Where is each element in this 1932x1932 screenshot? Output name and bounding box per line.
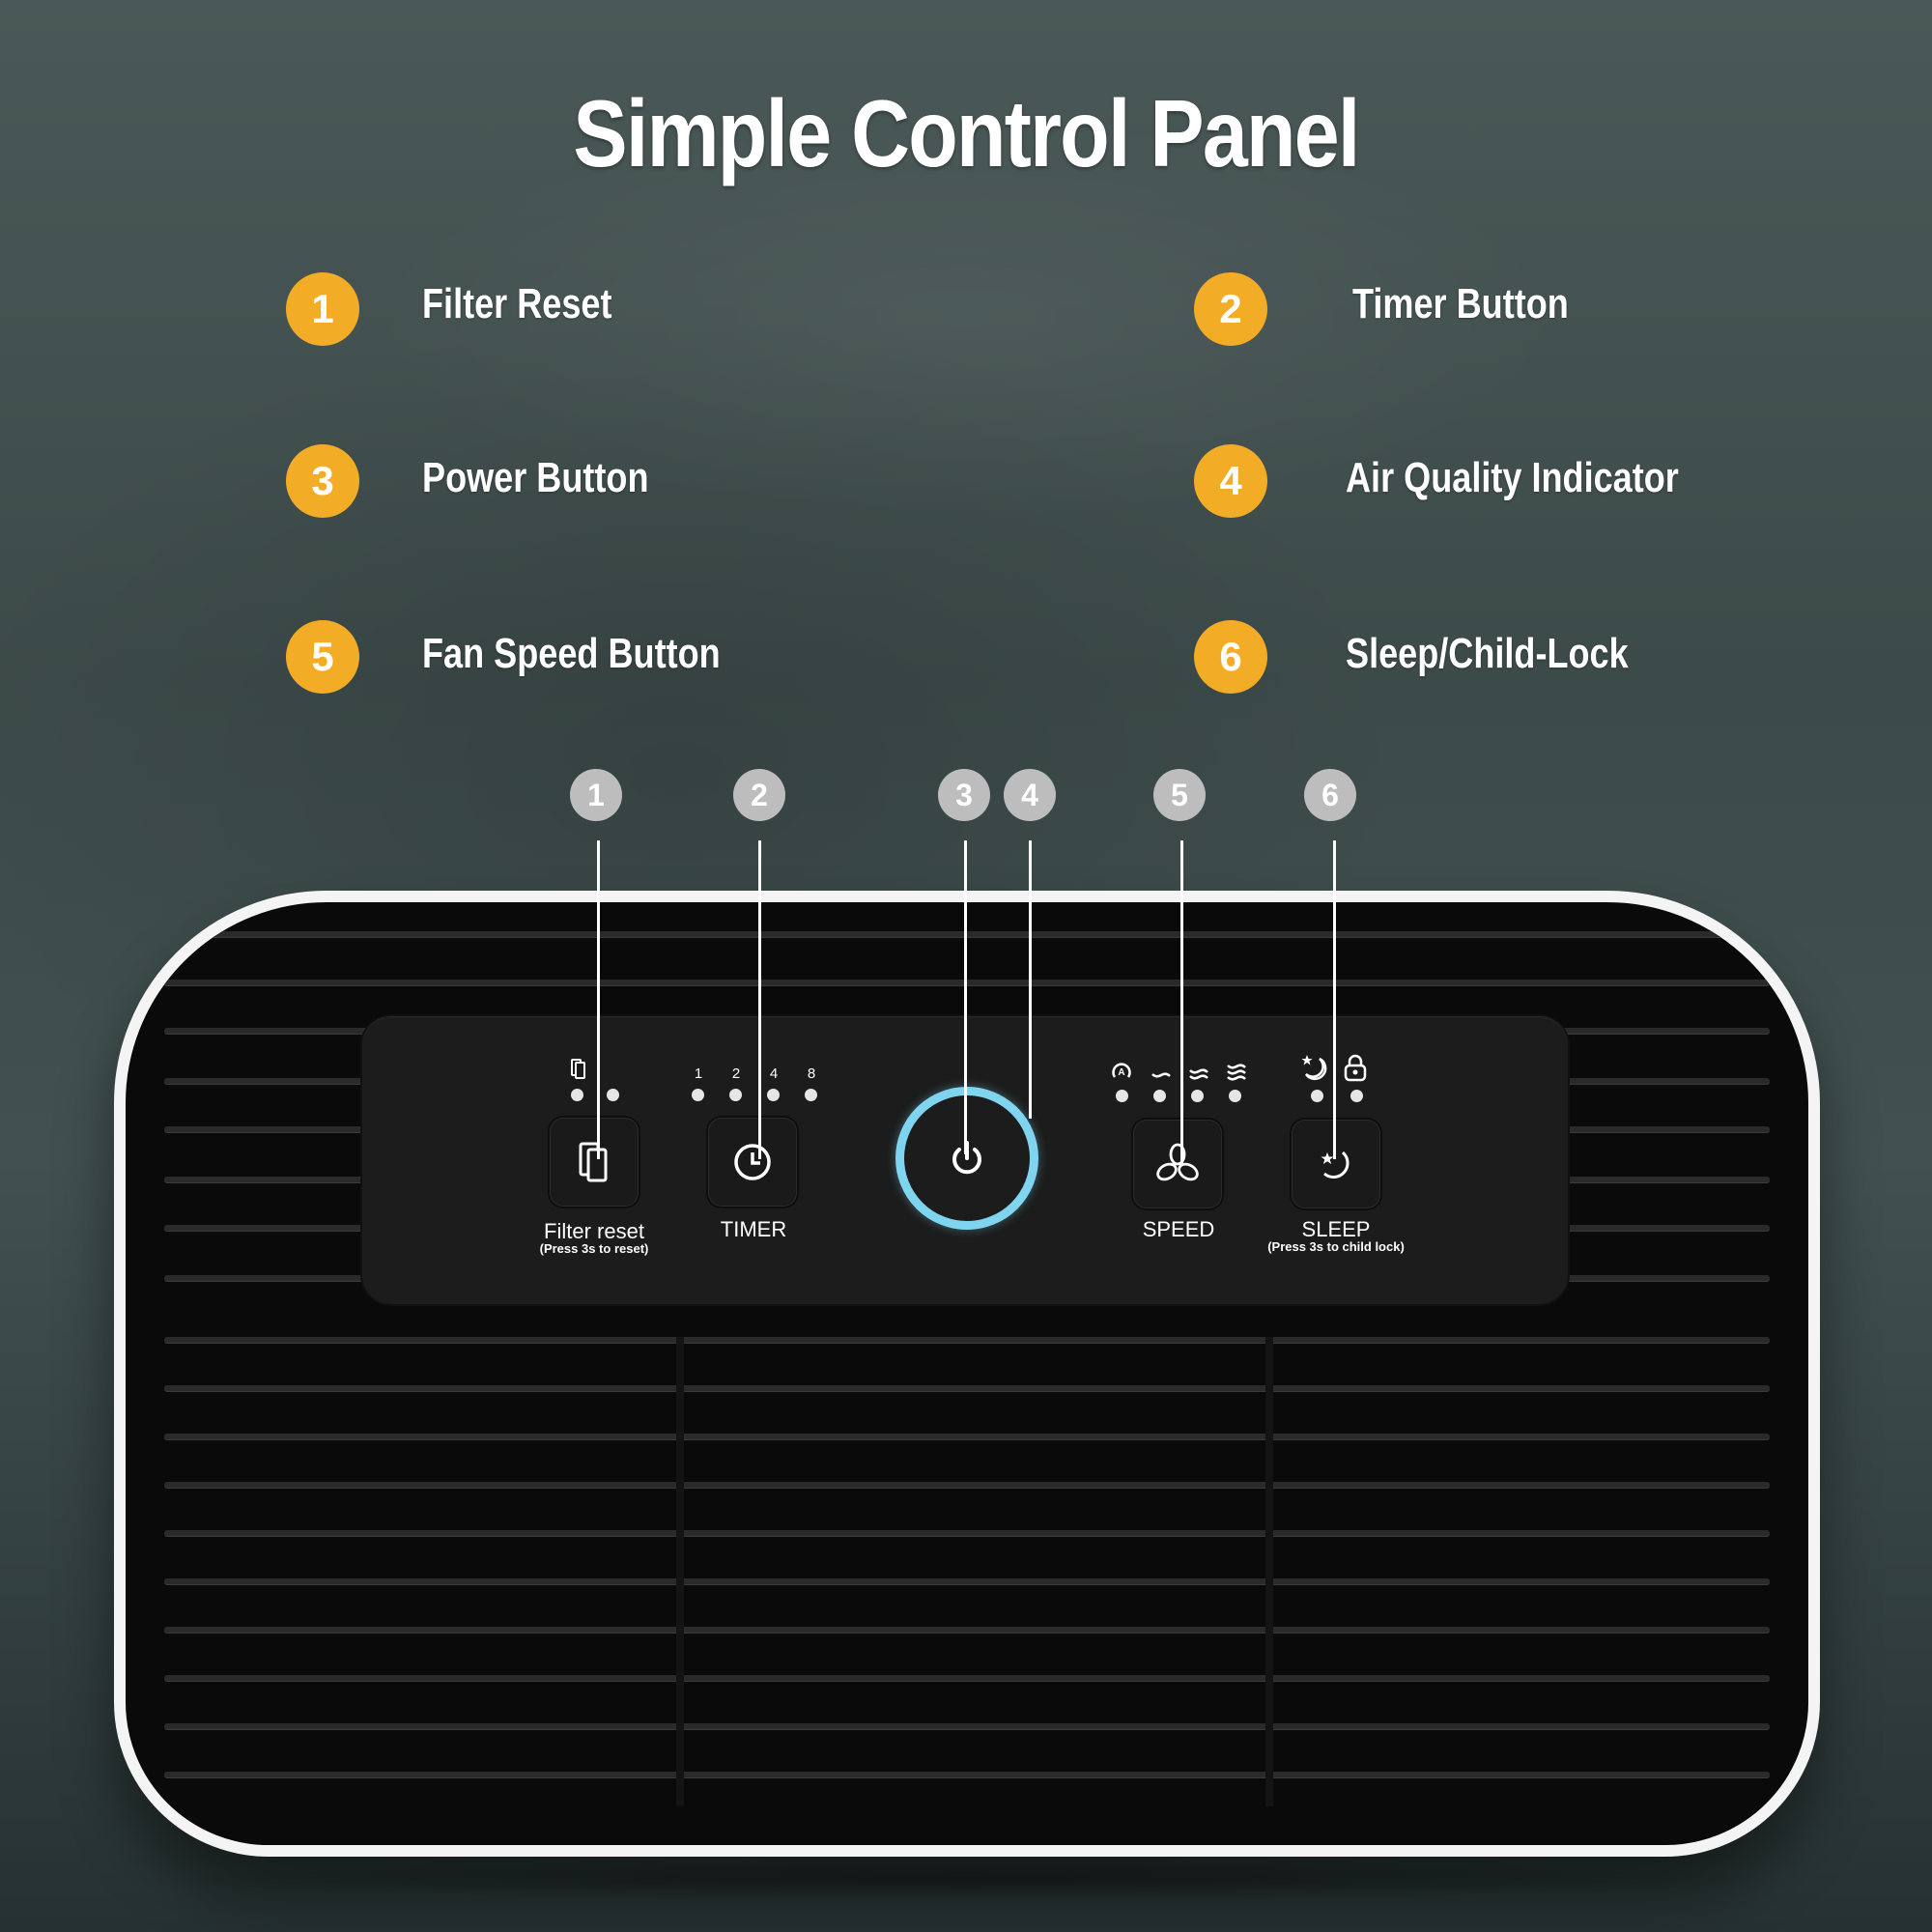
number-badge: 3 <box>286 444 359 518</box>
grille-divider <box>1265 1337 1273 1806</box>
power-icon <box>952 1141 981 1175</box>
medium-wind-icon <box>1189 1068 1208 1080</box>
speed-indicator-led <box>1153 1090 1166 1102</box>
legend-label-air-quality-indicator: Air Quality Indicator <box>1346 454 1679 501</box>
legend-item-5: 5 <box>286 620 359 694</box>
auto-icon: A <box>1112 1063 1131 1078</box>
filter-reset-button[interactable] <box>550 1118 639 1207</box>
speed-button[interactable] <box>1133 1120 1222 1208</box>
power-button[interactable] <box>895 1087 1038 1230</box>
legend-label-fan-speed-button: Fan Speed Button <box>422 630 721 677</box>
legend-item-4: 4 <box>1194 444 1267 518</box>
grille-bar <box>164 980 1770 985</box>
grille-bar <box>164 1434 1770 1439</box>
grille-bar <box>164 1337 1770 1343</box>
timer-hour-label: 8 <box>807 1065 816 1082</box>
speed-label: SPEED <box>1142 1217 1215 1241</box>
grille-bar <box>164 1627 1770 1633</box>
leader-line-3 <box>964 840 967 1154</box>
legend-label-sleep-child-lock: Sleep/Child-Lock <box>1346 630 1629 677</box>
legend-label-filter-reset: Filter Reset <box>422 280 612 327</box>
sleep-button[interactable] <box>1292 1120 1380 1208</box>
child-lock-indicator-led <box>1350 1090 1363 1102</box>
timer-indicator-led <box>692 1089 704 1101</box>
speed-indicator-led <box>1191 1090 1204 1102</box>
speed-indicator-led <box>1116 1090 1128 1102</box>
timer-indicator-led <box>767 1089 780 1101</box>
sleep-sublabel: (Press 3s to child lock) <box>1267 1239 1405 1254</box>
legend-item-2: 2 <box>1194 272 1267 346</box>
grille-divider <box>676 1337 684 1806</box>
filter-reset-sublabel: (Press 3s to reset) <box>539 1241 649 1256</box>
grille-bar <box>164 1530 1770 1536</box>
callout-6: 6 <box>1304 769 1356 821</box>
timer-hour-label: 4 <box>769 1065 779 1082</box>
timer-hour-label: 1 <box>694 1065 703 1082</box>
legend-item-3: 3 <box>286 444 359 518</box>
lock-icon <box>1344 1054 1367 1082</box>
sleep-indicator-led <box>1311 1090 1323 1102</box>
grille-bar <box>164 1772 1770 1777</box>
leader-line-2 <box>758 840 761 1159</box>
grille-bar <box>164 1675 1770 1681</box>
number-badge: 1 <box>286 272 359 346</box>
grille-bar <box>164 1578 1770 1584</box>
filter-indicator-led <box>571 1089 583 1101</box>
timer-indicator-led <box>805 1089 817 1101</box>
legend-item-1: 1 <box>286 272 359 346</box>
grille-bar <box>164 1723 1770 1729</box>
fan-icon <box>1156 1143 1199 1181</box>
clock-icon <box>734 1144 771 1180</box>
callout-4: 4 <box>1004 769 1056 821</box>
moon-star-icon <box>1301 1055 1327 1081</box>
svg-text:A: A <box>1118 1067 1124 1078</box>
leader-line-4 <box>1029 840 1032 1119</box>
legend-item-6: 6 <box>1194 620 1267 694</box>
timer-hour-label: 2 <box>731 1065 741 1082</box>
number-badge: 4 <box>1194 444 1267 518</box>
callout-1: 1 <box>570 769 622 821</box>
grille-bar <box>164 1482 1770 1488</box>
number-badge: 6 <box>1194 620 1267 694</box>
page-title: Simple Control Panel <box>573 80 1360 186</box>
filter-indicator-led <box>607 1089 619 1101</box>
filter-icon <box>579 1142 608 1182</box>
timer-button[interactable] <box>708 1118 797 1207</box>
grille-bar <box>164 931 1770 937</box>
low-wind-icon <box>1151 1072 1171 1078</box>
sleep-label: SLEEP <box>1301 1217 1371 1241</box>
number-badge: 2 <box>1194 272 1267 346</box>
moon-star-icon <box>1321 1151 1350 1179</box>
leader-line-1 <box>597 840 600 1159</box>
filter-reset-label: Filter reset <box>544 1219 644 1243</box>
callout-5: 5 <box>1153 769 1206 821</box>
callout-3: 3 <box>938 769 990 821</box>
number-badge: 5 <box>286 620 359 694</box>
leader-line-6 <box>1333 840 1336 1159</box>
callout-2: 2 <box>733 769 785 821</box>
legend-label-timer-button: Timer Button <box>1352 280 1569 327</box>
high-wind-icon <box>1227 1064 1246 1081</box>
speed-indicator-led <box>1229 1090 1241 1102</box>
timer-indicator-led <box>729 1089 742 1101</box>
timer-label: TIMER <box>720 1217 787 1241</box>
filter-icon <box>571 1059 585 1079</box>
floor-shadow <box>145 1855 1787 1903</box>
legend-label-power-button: Power Button <box>422 454 649 501</box>
grille-bar <box>164 1385 1770 1391</box>
leader-line-5 <box>1180 840 1183 1164</box>
